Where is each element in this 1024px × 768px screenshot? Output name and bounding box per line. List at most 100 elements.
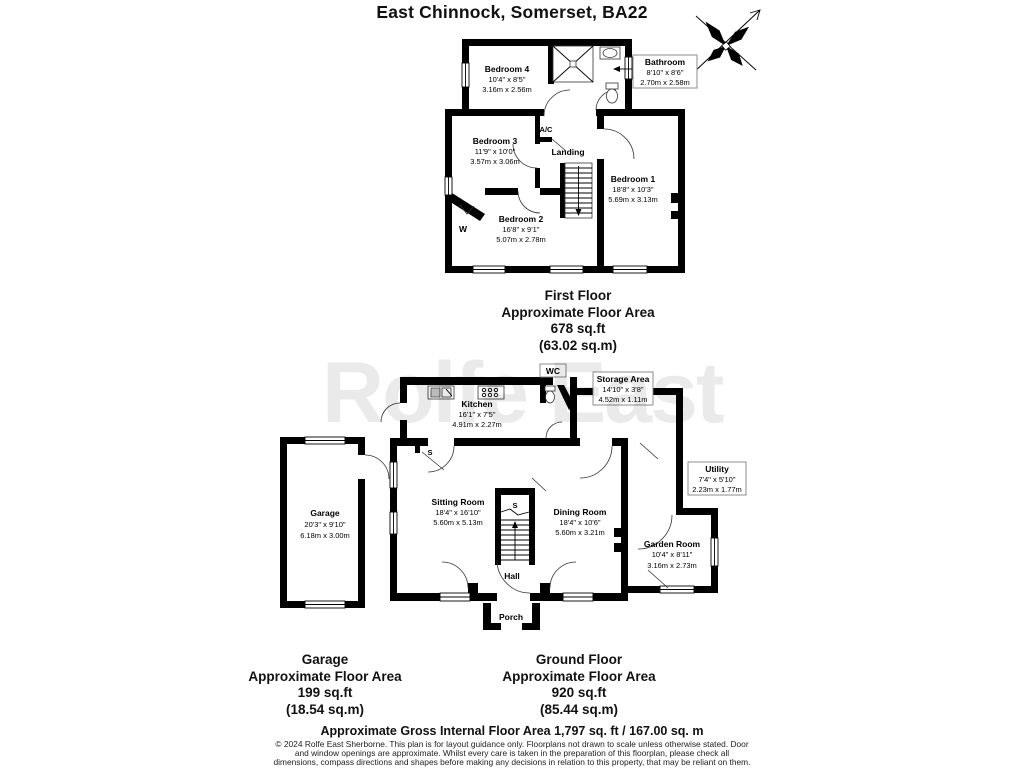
disclaimer-line: and window openings are approximate. Whi… [294, 747, 730, 758]
room-dim-imperial: 18'4" x 16'10" [435, 508, 481, 517]
star-point [726, 46, 743, 66]
room-dim-metric: 3.16m x 2.56m [482, 85, 532, 94]
utility-door-line [639, 442, 659, 460]
hall-arch-arc [441, 561, 469, 589]
room-interior [628, 438, 676, 508]
wall-nub [614, 543, 621, 552]
wall [597, 159, 604, 266]
room-dim-metric: 4.91m x 2.27m [452, 420, 502, 429]
hob-ring [487, 387, 493, 393]
room-dim-imperial: 10'4" x 8'5" [489, 75, 526, 84]
garage-label: Garage 20'3" x 9'10" 6.18m x 3.00m [300, 508, 350, 540]
wc-toilet-bowl [545, 390, 555, 404]
hob-ring [493, 387, 499, 393]
shower-drain [569, 60, 577, 68]
north-arrowhead [749, 9, 761, 21]
compass-star [705, 21, 749, 66]
porch-wall [532, 603, 540, 630]
wall [540, 188, 565, 195]
room-interior [397, 446, 621, 593]
door-arc [380, 402, 401, 423]
wall [548, 46, 554, 84]
disclaimer-line: dimensions, compass directions and shape… [273, 756, 751, 767]
first-floor-caption: First Floor Approximate Floor Area 678 s… [428, 288, 728, 354]
room-name: Sitting Room [432, 497, 485, 507]
room-dim-imperial: 10'4" x 8'11" [652, 550, 693, 559]
wall [400, 377, 407, 403]
garden-door-arc [637, 514, 673, 550]
room-dim-imperial: 18'8" x 10'3" [612, 185, 653, 194]
wall [400, 377, 553, 385]
star-point [705, 21, 726, 46]
room-dim-metric: 5.07m x 2.78m [496, 235, 546, 244]
bathroom-fixtures [599, 46, 621, 104]
room-name: Garage [310, 508, 340, 518]
wall-nub [671, 193, 678, 203]
ground-floor-doors [358, 402, 673, 594]
room-name: Bedroom 2 [499, 214, 544, 224]
dining-room-label: Dining Room 18'4" x 10'6" 5.60m x 3.21m [554, 507, 607, 537]
wall [570, 377, 577, 438]
garden-room-label: Garden Room 10'4" x 8'11" 3.16m x 2.73m [644, 539, 701, 570]
garden-door-line [647, 569, 669, 589]
compass-rose-icon [691, 9, 761, 75]
caption-line: (63.02 sq.m) [538, 337, 618, 353]
opening [580, 438, 612, 446]
bedroom1-label: Bedroom 1 18'8" x 10'3" 5.69m x 3.13m [608, 174, 658, 204]
room-dim-metric: 4.52m x 1.11m [598, 395, 647, 404]
porch-wall [483, 603, 491, 630]
wall [597, 116, 604, 129]
first-floor-windows [444, 56, 648, 274]
door-arc [603, 128, 635, 160]
wall-stub [468, 583, 478, 593]
wall [495, 488, 535, 495]
sink-basin [602, 48, 618, 58]
utility-label-box: Utility 7'4" x 5'10" 2.23m x 1.77m [687, 461, 747, 496]
door-arc [579, 445, 613, 479]
opening [428, 438, 454, 446]
caption-line: First Floor [544, 288, 612, 303]
garage-door-arc [364, 454, 390, 480]
wall [400, 420, 407, 438]
wall-nub [614, 528, 621, 537]
disclaimer-line: © 2024 Rolfe East Sherborne. This plan i… [275, 739, 749, 749]
ground-floor-plan: WC Storage Area 14'10" x 3'8" 4.52m x 1.… [280, 363, 747, 630]
wc-toilet-cistern [544, 385, 556, 392]
sitting-room-label: Sitting Room 18'4" x 16'10" 5.60m x 5.13… [432, 497, 485, 527]
ac-label: A/C [540, 125, 554, 134]
room-dim-metric: 3.16m x 2.73m [647, 561, 697, 570]
room-dim-imperial: 20'3" x 9'10" [304, 520, 345, 529]
room-name: Bedroom 1 [611, 174, 656, 184]
wall [676, 508, 718, 515]
cupboard-label: S [427, 448, 432, 457]
room-name: Bathroom [645, 57, 686, 67]
room-dim-metric: 2.70m x 2.58m [640, 78, 690, 87]
hall-arch-arc [549, 561, 577, 589]
room-name: Utility [705, 464, 729, 474]
caption-line: 199 sq.ft [297, 685, 353, 700]
room-name: Dining Room [554, 507, 607, 517]
star-point [707, 46, 726, 62]
window-glazing-lines [448, 57, 647, 270]
room-dim-imperial: 8'10" x 8'6" [647, 68, 684, 77]
room-dim-metric: 5.60m x 5.13m [433, 518, 483, 527]
porch-wall [522, 623, 540, 630]
bedroom2-label: Bedroom 2 16'8" x 9'1" 5.07m x 2.78m [496, 214, 546, 244]
room-dim-metric: 3.57m x 3.06m [470, 157, 520, 166]
stair-arrow [575, 209, 582, 216]
window-glazing-lines [305, 440, 715, 605]
shower-cubicle [552, 45, 594, 83]
landing-opening [544, 103, 596, 117]
caption-line: Approximate Floor Area [502, 668, 656, 684]
garden-opening [636, 508, 672, 515]
door-opening [400, 403, 407, 420]
wall-nub [671, 211, 678, 219]
star-point [726, 26, 749, 46]
gross-area-line: Approximate Gross Internal Floor Area 1,… [320, 724, 704, 738]
room-name: Storage Area [597, 374, 650, 384]
label-box [632, 54, 698, 89]
star-center [721, 41, 731, 51]
wc-label-box: WC [539, 363, 567, 378]
dining-door-line [531, 477, 547, 492]
